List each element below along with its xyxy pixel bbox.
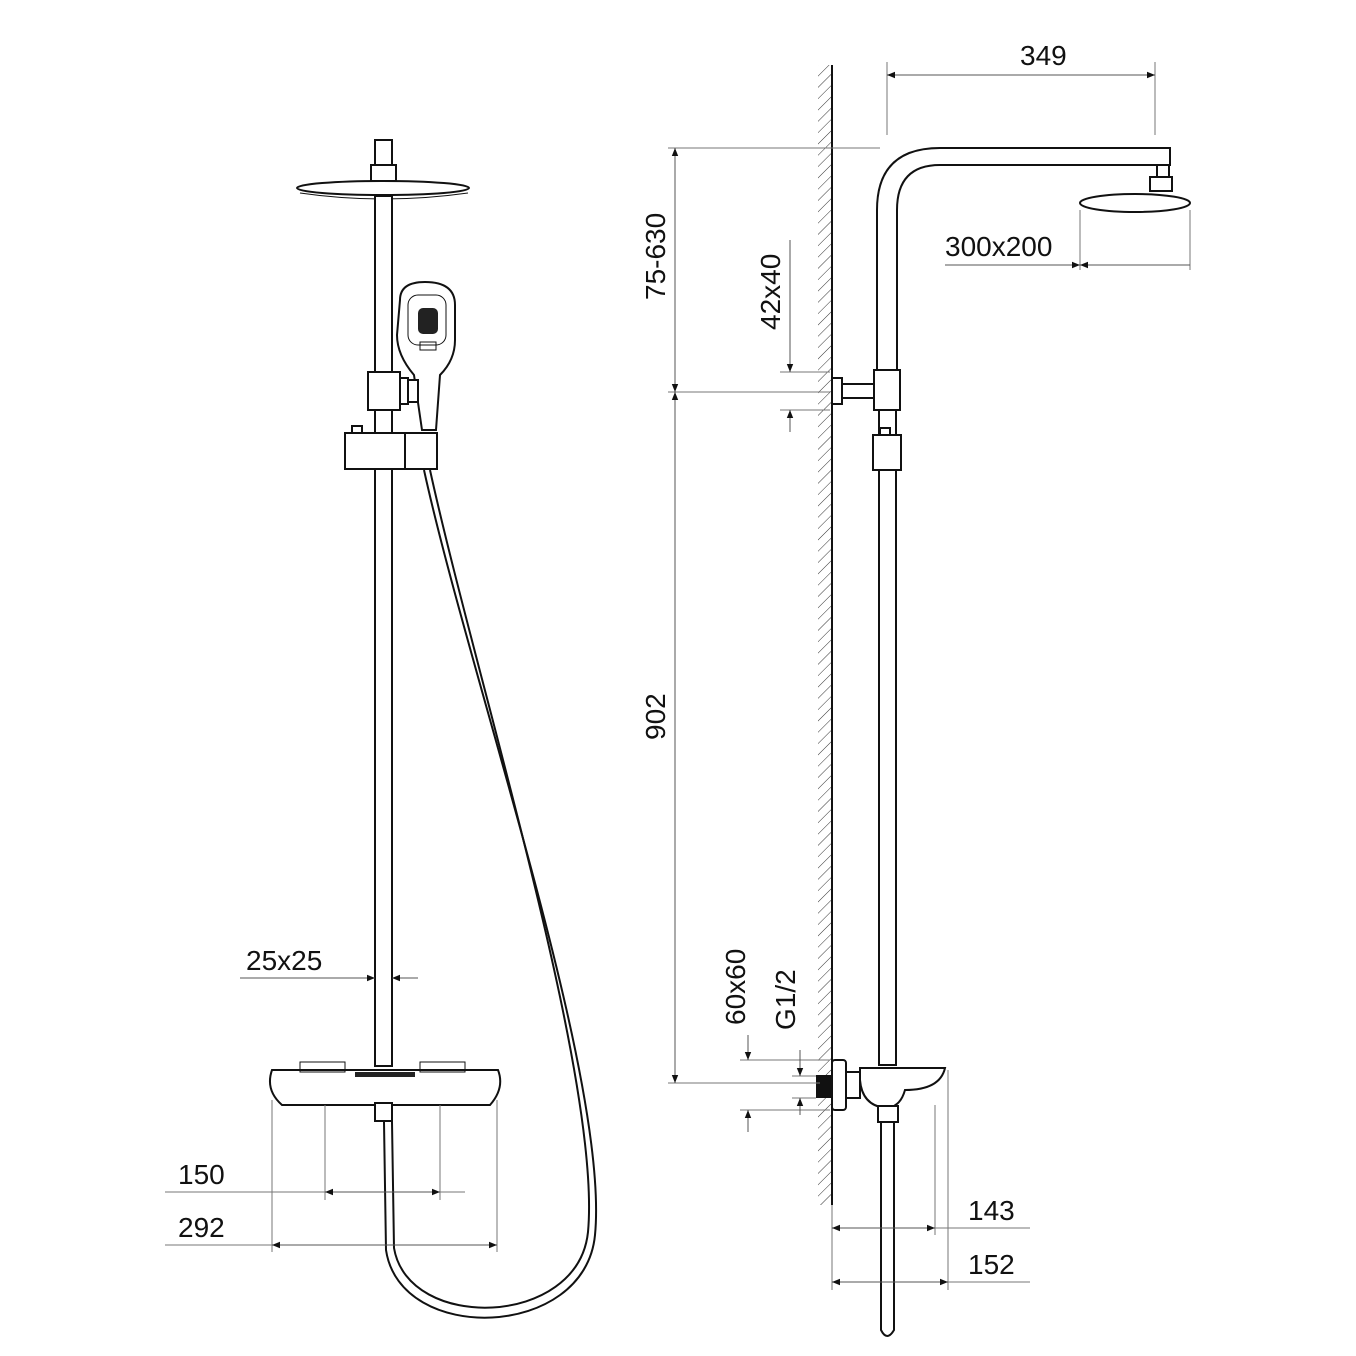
dimension-g1-2: G1/2 bbox=[770, 969, 816, 1115]
dimension-75-630: 75-630 bbox=[640, 148, 679, 392]
wall-bracket bbox=[831, 369, 901, 411]
dimension-25x25: 25x25 bbox=[240, 945, 418, 982]
thermostatic-mixer bbox=[269, 1061, 502, 1122]
side-mixer bbox=[816, 1059, 947, 1337]
dimension-label: 902 bbox=[640, 693, 671, 740]
shower-column bbox=[374, 195, 393, 1067]
dimension-349: 349 bbox=[886, 40, 1156, 135]
dimension-152: 152 bbox=[832, 1070, 1030, 1290]
dimension-label: 292 bbox=[178, 1212, 225, 1243]
shower-hose bbox=[383, 469, 598, 1319]
side-rain-head bbox=[1079, 164, 1191, 213]
side-column bbox=[878, 399, 897, 1066]
dimension-label: 143 bbox=[968, 1195, 1015, 1226]
dimension-label: 25x25 bbox=[246, 945, 322, 976]
dimension-label: 150 bbox=[178, 1159, 225, 1190]
side-view: 349 300x200 75-630 902 42x40 bbox=[640, 40, 1191, 1337]
dimension-300x200: 300x200 bbox=[945, 210, 1191, 270]
front-view: 25x25 150 292 bbox=[165, 139, 598, 1319]
dimension-label: 60x60 bbox=[720, 949, 751, 1025]
rain-shower-head bbox=[296, 139, 470, 200]
dimension-label: 75-630 bbox=[640, 213, 671, 300]
dimension-292: 292 bbox=[165, 1100, 498, 1252]
side-holder bbox=[872, 434, 902, 471]
hand-shower bbox=[395, 280, 456, 431]
dimension-60x60: 60x60 bbox=[720, 949, 830, 1132]
shower-arm bbox=[876, 147, 1171, 401]
dimension-902: 902 bbox=[640, 392, 679, 1083]
dimension-label: 152 bbox=[968, 1249, 1015, 1280]
dimension-143: 143 bbox=[831, 1105, 1030, 1290]
dimension-label: 349 bbox=[1020, 40, 1067, 71]
dimension-label: 300x200 bbox=[945, 231, 1052, 262]
slider-clamp bbox=[367, 371, 419, 411]
wall-hatching bbox=[818, 65, 832, 1205]
dimension-150: 150 bbox=[165, 1105, 465, 1200]
dimension-label: 42x40 bbox=[755, 254, 786, 330]
dimension-42x40: 42x40 bbox=[755, 240, 830, 432]
hand-shower-holder bbox=[344, 425, 438, 470]
dimension-label: G1/2 bbox=[770, 969, 801, 1030]
